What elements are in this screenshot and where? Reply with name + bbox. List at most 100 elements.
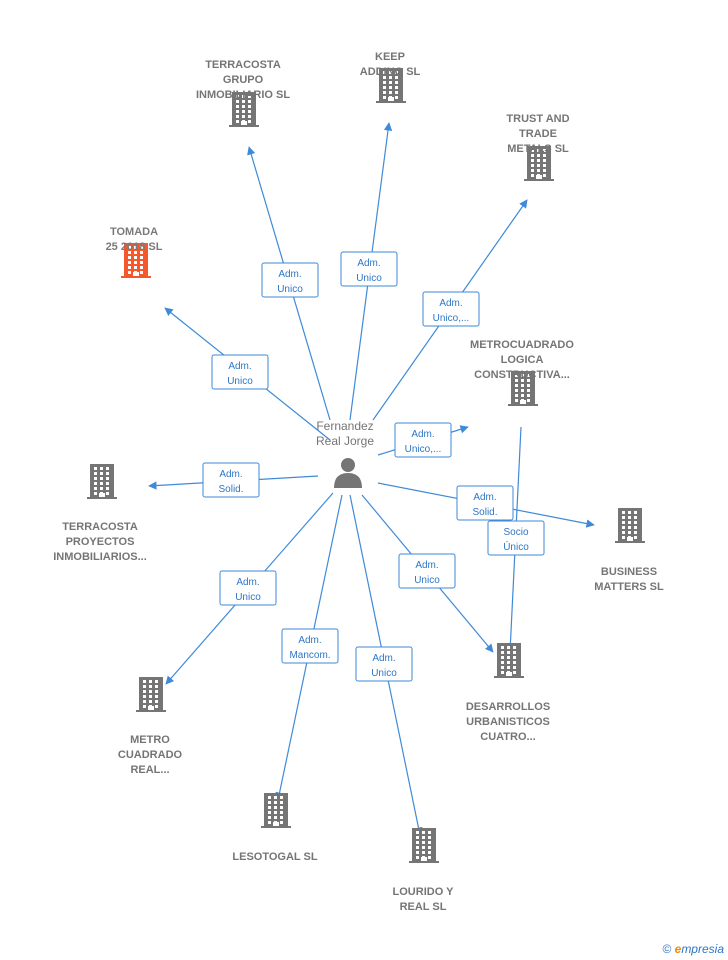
footer-brand[interactable]: © empresia [662, 942, 724, 956]
relation-box [487, 520, 545, 556]
building-icon [494, 643, 524, 678]
relation-text: Adm. [439, 298, 462, 309]
company-name-line: MATTERS SL [594, 581, 664, 593]
copyright-symbol: © [662, 942, 672, 956]
relation-text: Adm. [411, 429, 434, 440]
company-node-terracosta-grupo[interactable]: TERRACOSTA GRUPO INMOBILIARIO SL [196, 59, 290, 127]
relation-box [398, 553, 456, 589]
relation-text: Adm. [357, 258, 380, 269]
relation-text: Unico,... [405, 444, 442, 455]
relation-text: Unico [277, 284, 303, 295]
company-name-line: REAL SL [400, 901, 447, 913]
relation-text: Socio [503, 527, 528, 538]
company-name-line: INMOBILIARIO SL [196, 89, 290, 101]
company-name-line: 25 2018 SL [106, 241, 163, 253]
relation-text: Unico [235, 592, 261, 603]
company-name-line: METRO [130, 734, 170, 746]
company-name-line: TRUST AND [506, 113, 569, 125]
building-icon [261, 793, 291, 828]
company-name-line: LOURIDO Y [393, 886, 455, 898]
company-name-line: METALS SL [507, 143, 569, 155]
company-name-line: TERRACOSTA [62, 521, 138, 533]
company-name-line: URBANISTICOS [466, 716, 550, 728]
relation-text: Único [503, 540, 529, 553]
company-name-line: GRUPO [223, 74, 264, 86]
relation-box [202, 462, 260, 498]
company-name-line: CONSTRUCTIVA... [474, 369, 570, 381]
relation-box [340, 251, 398, 287]
relation-text: Unico [227, 376, 253, 387]
building-icon [136, 677, 166, 712]
relation-text: Mancom. [289, 650, 330, 661]
relation-label-terracosta-grupo[interactable]: Adm.Unico [261, 262, 319, 298]
relation-text: Adm. [219, 469, 242, 480]
relation-box [211, 354, 269, 390]
relation-label-business-matters[interactable]: Adm. Solid. [456, 485, 514, 521]
company-node-business-matters[interactable]: BUSINESS MATTERS SL [594, 508, 664, 593]
company-name-line: REAL... [130, 764, 169, 776]
relation-label-terracosta-proyectos[interactable]: Adm.Solid. [202, 462, 260, 498]
relation-box [422, 291, 480, 327]
relation-label-keep-adding[interactable]: Adm.Unico [340, 251, 398, 287]
company-name-line: TERRACOSTA [205, 59, 281, 71]
relation-label-metro-cuadrado-real[interactable]: Adm. Unico [219, 570, 277, 606]
company-name-line: METROCUADRADO [470, 339, 574, 351]
company-node-terracosta-proyectos[interactable]: TERRACOSTA PROYECTOS INMOBILIARIOS... [53, 464, 147, 563]
company-name-line: CUATRO... [480, 731, 535, 743]
relation-label-trust-trade[interactable]: Adm. Unico,... [422, 291, 480, 327]
building-icon [615, 508, 645, 543]
company-name-line: CUADRADO [118, 749, 183, 761]
company-name-line: LESOTOGAL SL [232, 851, 317, 863]
relation-label-tomada[interactable]: Adm.Unico [211, 354, 269, 390]
company-name-line: BUSINESS [601, 566, 657, 578]
relation-text: Adm. [415, 560, 438, 571]
company-name-line: TRADE [519, 128, 557, 140]
company-node-keep-adding[interactable]: KEEP ADDING SL [360, 51, 421, 103]
company-node-metrocuadrado-logica[interactable]: METROCUADRADO LOGICA CONSTRUCTIVA... [470, 339, 574, 406]
company-node-metro-cuadrado-real[interactable]: METRO CUADRADO REAL... [118, 677, 183, 776]
relation-text: Unico [371, 668, 397, 679]
relation-text: Solid. [472, 507, 497, 518]
relation-text: Unico,... [433, 313, 470, 324]
relation-label-metrocuadrado-logica[interactable]: Adm. Unico,... [394, 422, 452, 458]
relation-text: Adm. [298, 635, 321, 646]
relation-text: Unico [414, 575, 440, 586]
relation-box [394, 422, 452, 458]
relation-box [456, 485, 514, 521]
company-name-line: ADDING SL [360, 66, 421, 78]
building-icon [376, 68, 406, 103]
person-icon [334, 458, 362, 488]
relation-box [219, 570, 277, 606]
person-name-line: Fernandez [316, 419, 373, 433]
relations-layer: Adm.UnicoAdm.UnicoAdm.UnicoAdm.Unico,...… [202, 251, 545, 682]
building-icon [524, 146, 554, 181]
building-icon [229, 92, 259, 127]
company-name-line: LOGICA [501, 354, 544, 366]
relation-box [281, 628, 339, 664]
company-name-line: KEEP [375, 51, 405, 63]
brand-name: empresia [674, 942, 724, 956]
relation-label-lourido[interactable]: Adm. Unico [355, 646, 413, 682]
company-name-line: INMOBILIARIOS... [53, 551, 147, 563]
building-icon [121, 243, 151, 278]
company-node-trust-trade[interactable]: TRUST AND TRADE METALS SL [506, 113, 570, 181]
relation-text: Adm. [236, 577, 259, 588]
building-icon [87, 464, 117, 499]
relation-label-desarrollos[interactable]: Adm. Unico [398, 553, 456, 589]
company-node-lourido[interactable]: LOURIDO Y REAL SL [393, 828, 455, 913]
company-node-lesotogal[interactable]: LESOTOGAL SL [232, 793, 318, 863]
company-name-line: PROYECTOS [66, 536, 135, 548]
relation-text: Adm. [372, 653, 395, 664]
person-name-line: Real Jorge [316, 434, 374, 448]
building-icon [508, 371, 538, 406]
company-node-desarrollos[interactable]: DESARROLLOS URBANISTICOS CUATRO... [466, 643, 550, 743]
relation-text: Adm. [473, 492, 496, 503]
building-icon [409, 828, 439, 863]
relation-label-lesotogal[interactable]: Adm. Mancom. [281, 628, 339, 664]
company-name-line: DESARROLLOS [466, 701, 550, 713]
